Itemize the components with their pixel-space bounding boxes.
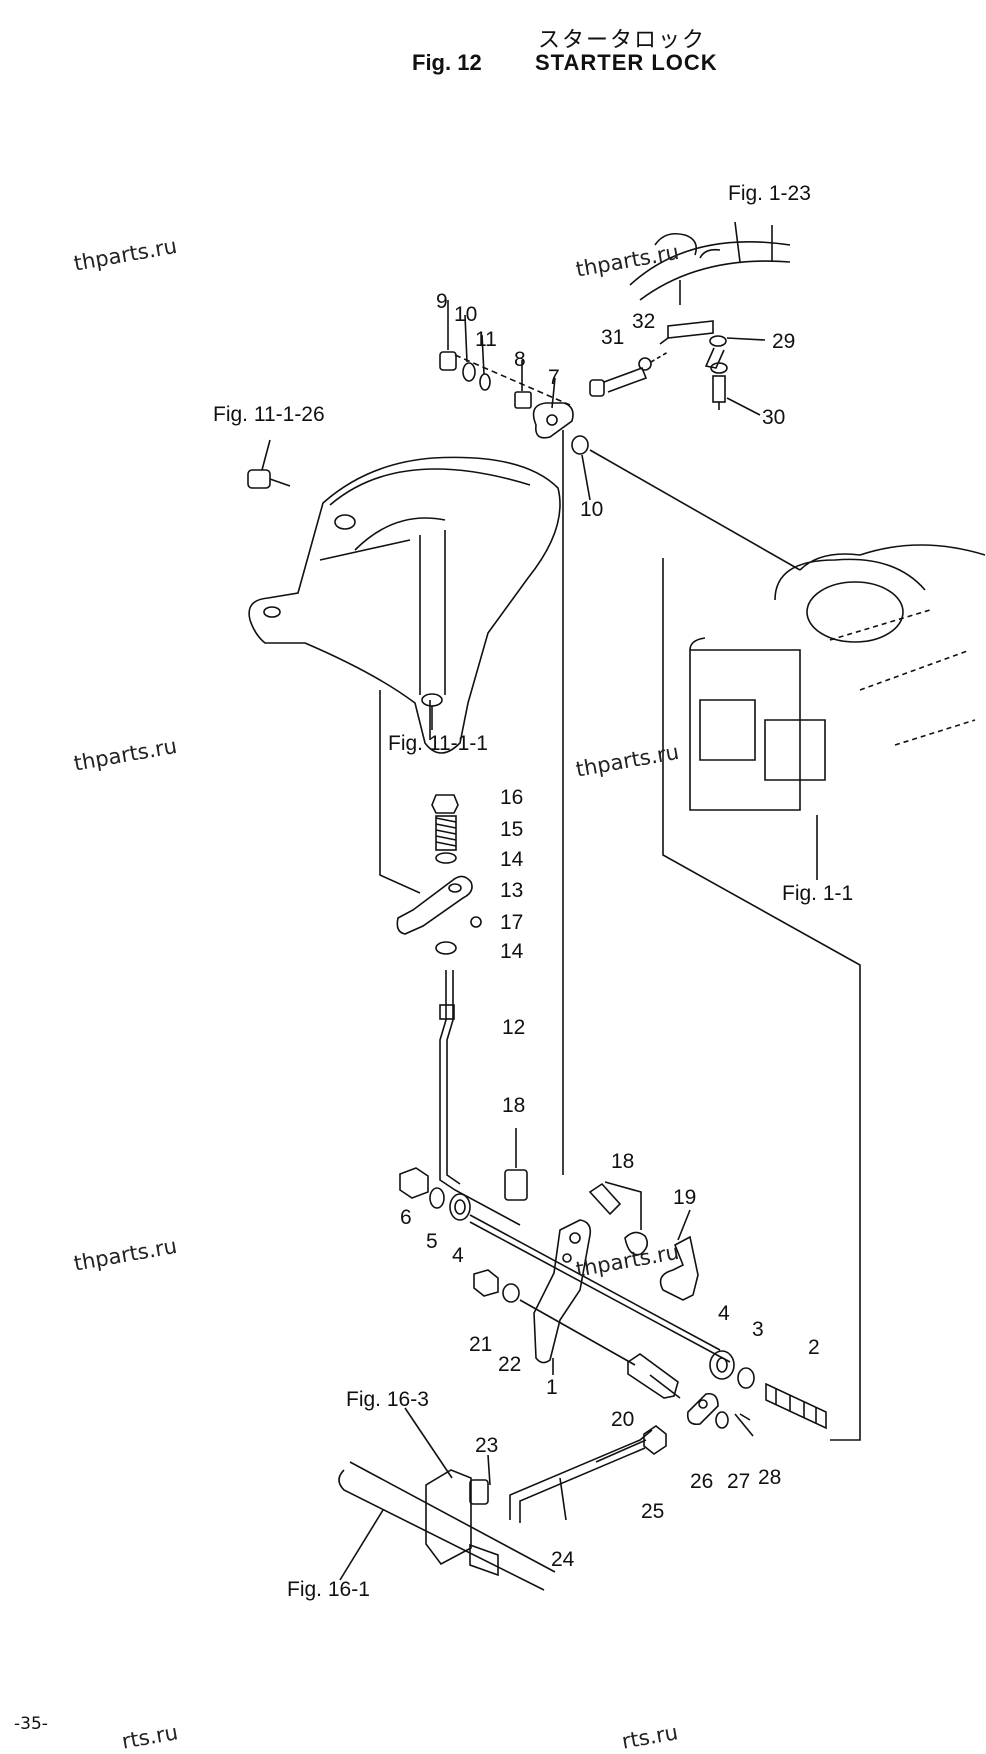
- link-line: [589, 449, 801, 571]
- part-label-19: 19: [673, 1186, 697, 1209]
- washer-10b-part: [571, 435, 591, 501]
- part-label-8: 8: [514, 348, 526, 371]
- ref-fig-16-3: Fig. 16-3: [346, 1388, 429, 1411]
- ref-fig-11-1-26: Fig. 11-1-26: [213, 403, 325, 426]
- page-number: -35-: [14, 1714, 48, 1734]
- washer-27-part: [715, 1411, 729, 1429]
- bracket-29-part: [659, 320, 766, 369]
- nut-8-part: [514, 360, 532, 409]
- part-label-23: 23: [475, 1434, 499, 1457]
- part-label-13: 13: [500, 879, 524, 902]
- part-label-29: 29: [772, 330, 796, 353]
- part-label-9: 9: [436, 290, 448, 313]
- washer-14a-part: [435, 852, 457, 864]
- bracket-16-3-part: [404, 1407, 499, 1577]
- cap-nut-16-part: [431, 794, 459, 814]
- part-label-21: 21: [469, 1333, 493, 1356]
- part-label-18b: 18: [611, 1150, 635, 1173]
- title-japanese: スタータロック: [538, 28, 707, 53]
- part-label-31: 31: [601, 326, 625, 349]
- nut-25-part: [643, 1425, 667, 1455]
- assembly-axis-top: [454, 354, 571, 406]
- bolt-31-part: [589, 351, 669, 397]
- flywheel-housing-part: [629, 225, 791, 305]
- part-label-14b: 14: [500, 940, 524, 963]
- figure-number: Fig. 12: [412, 50, 482, 75]
- nut-6-part: [399, 1167, 429, 1199]
- shaft-axis-line-2: [469, 1221, 731, 1363]
- shaft-axis-line: [469, 1214, 721, 1351]
- joint-26-part: [686, 1392, 719, 1426]
- adjuster-20-part: [627, 1353, 681, 1399]
- part-label-10b: 10: [580, 498, 604, 521]
- ref-fig-16-1: Fig. 16-1: [287, 1578, 370, 1601]
- pin-2-part: [765, 1382, 827, 1430]
- bracket-housing-part: [248, 456, 561, 754]
- washer-22-part: [502, 1283, 520, 1303]
- part-label-32: 32: [632, 310, 656, 333]
- part-label-1: 1: [546, 1376, 558, 1399]
- part-label-6: 6: [400, 1206, 412, 1229]
- part-label-4a: 4: [452, 1244, 464, 1267]
- part-label-27: 27: [727, 1470, 751, 1493]
- part-label-18a: 18: [502, 1094, 526, 1117]
- rod-24-part: [509, 1429, 653, 1523]
- part-label-7: 7: [548, 366, 560, 389]
- part-label-12: 12: [502, 1016, 526, 1039]
- assembly-frame-line: [662, 558, 861, 1441]
- washer-5-part: [429, 1187, 445, 1209]
- bushing-4a-part: [449, 1193, 471, 1221]
- part-label-5: 5: [426, 1230, 438, 1253]
- part-label-26: 26: [690, 1470, 714, 1493]
- part-label-30: 30: [762, 406, 786, 429]
- ref-fig-1-23: Fig. 1-23: [728, 182, 811, 205]
- part-label-16: 16: [500, 786, 524, 809]
- washer-10-part: [462, 314, 476, 382]
- lever-frame-line: [379, 690, 421, 894]
- pin-28-part: [734, 1413, 754, 1437]
- washer-3-part: [737, 1367, 755, 1389]
- figure-title: STARTER LOCK: [535, 50, 718, 75]
- part-label-10: 10: [454, 303, 478, 326]
- spring-15-part: [435, 815, 457, 851]
- part-label-28: 28: [758, 1466, 782, 1489]
- part-label-24: 24: [551, 1548, 575, 1571]
- tube-16-1-part: [338, 1461, 556, 1591]
- part-label-25: 25: [641, 1500, 665, 1523]
- washer-11-part: [479, 334, 491, 391]
- bolt-11-1-26-part: [247, 439, 291, 489]
- clamp-18b-part: [588, 1181, 649, 1256]
- ref-fig-1-1: Fig. 1-1: [782, 882, 854, 905]
- ref-fig-11-1-1: Fig. 11-1-1: [388, 732, 488, 755]
- bushing-4b-part: [709, 1350, 735, 1380]
- lever-13-part: [396, 875, 473, 935]
- part-label-2: 2: [808, 1336, 820, 1359]
- nut-21-part: [473, 1269, 499, 1297]
- part-label-3: 3: [752, 1318, 764, 1341]
- pivot-axis-line: [519, 1299, 636, 1366]
- part-label-14a: 14: [500, 848, 524, 871]
- bolt-9-part: [439, 300, 457, 371]
- lever-7-part: [532, 377, 574, 439]
- part-label-4b: 4: [718, 1302, 730, 1325]
- part-label-15: 15: [500, 818, 524, 841]
- clamp-18a-part: [504, 1128, 528, 1201]
- part-label-20: 20: [611, 1408, 635, 1431]
- engine-block-part: [689, 544, 986, 880]
- bolt-30-part: [710, 362, 761, 416]
- lever-1-part: [533, 1219, 592, 1375]
- part-label-11: 11: [475, 328, 497, 351]
- clip-17-part: [470, 916, 482, 928]
- rod-19-part: [659, 1209, 699, 1301]
- washer-14b-part: [435, 941, 457, 955]
- part-label-17: 17: [500, 911, 524, 934]
- part-label-22: 22: [498, 1353, 522, 1376]
